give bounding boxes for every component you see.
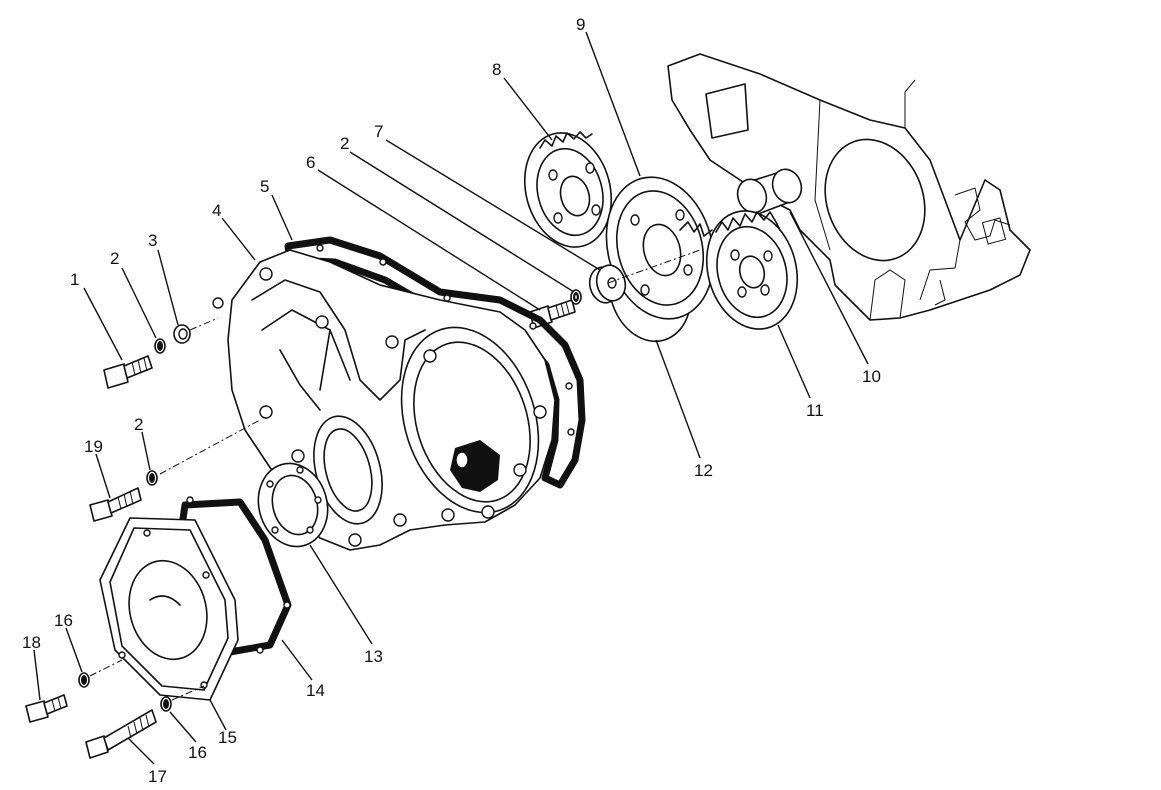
shaft-centerline — [607, 249, 701, 284]
callout-16: 16 — [54, 611, 73, 630]
callout-2: 2 — [134, 415, 143, 434]
leader-lines — [33, 31, 869, 765]
gear-part-8 — [523, 131, 613, 248]
bolt-18-centerline — [89, 659, 123, 677]
callout-10: 10 — [862, 367, 881, 386]
callout-1: 1 — [70, 270, 79, 289]
callout-16: 16 — [188, 743, 207, 762]
callout-6: 6 — [306, 153, 315, 172]
callout-8: 8 — [492, 60, 501, 79]
bolt-19-centerline — [159, 419, 261, 475]
callout-9: 9 — [576, 15, 585, 34]
bolt-part-17 — [85, 709, 157, 759]
callout-17: 17 — [148, 767, 167, 786]
cover-plate-part-15 — [99, 517, 239, 701]
callout-5: 5 — [260, 177, 269, 196]
bolt-part-19 — [89, 487, 142, 522]
gear-part-11 — [705, 210, 799, 330]
bushing-part-10 — [736, 168, 803, 215]
callout-18: 18 — [22, 633, 41, 652]
bolt-part-1 — [103, 355, 153, 389]
callout-3: 3 — [148, 231, 157, 250]
bolt-part-18 — [25, 694, 68, 723]
callout-2: 2 — [110, 249, 119, 268]
gear-part-9 — [605, 176, 715, 320]
callout-19: 19 — [84, 437, 103, 456]
callout-4: 4 — [212, 201, 221, 220]
callout-7: 7 — [374, 122, 383, 141]
seal-ring-part-13 — [257, 462, 329, 548]
callout-2: 2 — [340, 134, 349, 153]
callout-15: 15 — [218, 728, 237, 747]
bolt-17-centerline — [171, 685, 205, 701]
callout-12: 12 — [694, 461, 713, 480]
callout-13: 13 — [364, 647, 383, 666]
callout-labels: 1 2 3 4 5 6 2 7 8 9 10 11 12 2 19 13 14 … — [22, 15, 881, 786]
callout-11: 11 — [806, 401, 824, 420]
bolt-part-6 — [529, 299, 576, 329]
bolt-1-centerline — [189, 317, 219, 331]
callout-14: 14 — [306, 681, 325, 700]
